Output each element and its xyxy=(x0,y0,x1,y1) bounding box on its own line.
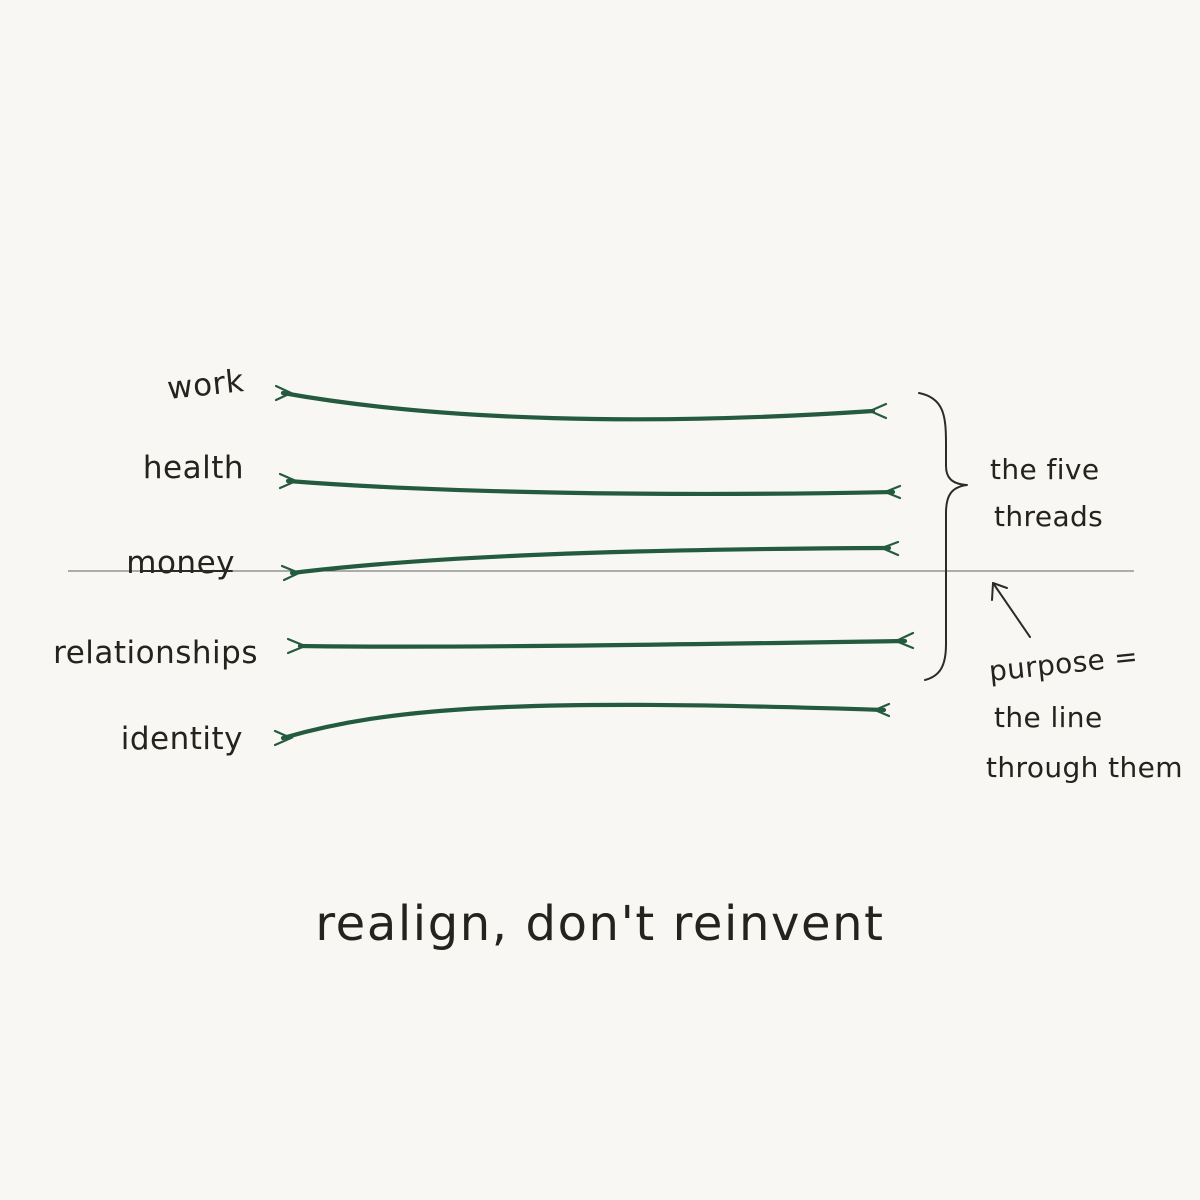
purpose-arrow-head xyxy=(991,582,1008,601)
thread-line xyxy=(297,638,908,649)
thread-line xyxy=(285,478,896,497)
purpose-arrow xyxy=(992,582,1031,638)
thread-label-work: work xyxy=(165,363,245,407)
caption: realign, don't reinvent xyxy=(315,896,884,952)
thread-label-money: money xyxy=(126,545,235,581)
thread-relationships xyxy=(286,631,915,655)
thread-fray-right xyxy=(867,402,888,420)
thread-label-health: health xyxy=(143,450,244,486)
thread-fray-left xyxy=(273,729,294,747)
purpose-note-line2: the line xyxy=(994,701,1103,734)
thread-fray-left xyxy=(278,472,299,490)
thread-label-identity: identity xyxy=(121,721,243,757)
thread-health xyxy=(278,472,902,500)
thread-fray-right xyxy=(879,540,900,557)
bracket-note-line1: the five xyxy=(990,453,1100,486)
purpose-note-line3: through them xyxy=(986,751,1183,784)
thread-fray-right xyxy=(893,631,915,650)
thread-fray-left xyxy=(286,637,308,655)
curly-bracket xyxy=(918,392,968,681)
purpose-note-line1: purpose = xyxy=(987,639,1139,687)
thread-fray-right xyxy=(882,484,902,500)
thread-line xyxy=(280,390,876,422)
thread-work xyxy=(274,384,888,422)
thread-money xyxy=(280,540,900,582)
bracket-note-line2: threads xyxy=(994,500,1103,533)
thread-identity xyxy=(273,702,891,747)
thread-fray-right xyxy=(872,702,891,718)
thread-line xyxy=(289,545,892,576)
thread-line xyxy=(280,702,887,741)
thread-label-relationships: relationships xyxy=(53,635,258,671)
thread-fray-left xyxy=(274,384,294,402)
thread-fray-left xyxy=(280,564,302,582)
